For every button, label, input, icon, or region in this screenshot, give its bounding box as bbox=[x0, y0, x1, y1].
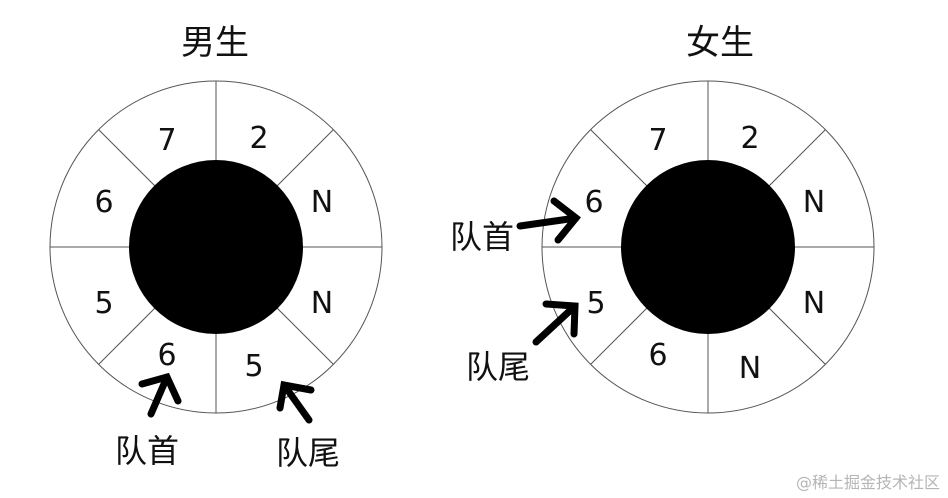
segment-value: 6 bbox=[157, 338, 176, 373]
girls-title: 女生 bbox=[686, 23, 754, 63]
segment-value: 7 bbox=[648, 123, 667, 158]
segment-value: N bbox=[803, 286, 825, 321]
segment-value: N bbox=[739, 351, 761, 386]
segment-value: 5 bbox=[244, 349, 263, 384]
head-arrow-icon bbox=[516, 197, 581, 244]
girls-segments: 2 N N N 6 5 6 7 bbox=[584, 121, 825, 386]
segment-value: 5 bbox=[586, 286, 605, 321]
segment-value: 7 bbox=[157, 123, 176, 158]
center-hub bbox=[621, 160, 795, 334]
boys-queue: 男生 2 N N 5 6 5 6 7 队首 队尾 bbox=[49, 23, 383, 472]
boys-title: 男生 bbox=[181, 23, 249, 63]
tail-label: 队尾 bbox=[276, 434, 340, 472]
segment-value: N bbox=[311, 185, 333, 220]
tail-arrow-icon bbox=[532, 300, 579, 346]
segment-value: 6 bbox=[94, 185, 113, 220]
girls-queue: 女生 2 N N N 6 5 6 7 队首 队尾 bbox=[450, 23, 875, 414]
boys-segments: 2 N N 5 6 5 6 7 bbox=[94, 121, 333, 384]
tail-arrow-icon bbox=[276, 380, 315, 424]
segment-value: 6 bbox=[584, 185, 603, 220]
center-hub bbox=[129, 160, 303, 334]
segment-value: N bbox=[803, 185, 825, 220]
tail-label: 队尾 bbox=[466, 348, 530, 386]
head-label: 队首 bbox=[115, 432, 179, 470]
watermark: @稀土掘金技术社区 bbox=[796, 473, 940, 492]
segment-value: 2 bbox=[249, 121, 268, 156]
segment-value: 6 bbox=[648, 338, 667, 373]
segment-value: 2 bbox=[740, 121, 759, 156]
head-arrow-icon bbox=[138, 372, 182, 418]
head-label: 队首 bbox=[450, 218, 514, 256]
segment-value: 5 bbox=[94, 286, 113, 321]
segment-value: N bbox=[311, 286, 333, 321]
